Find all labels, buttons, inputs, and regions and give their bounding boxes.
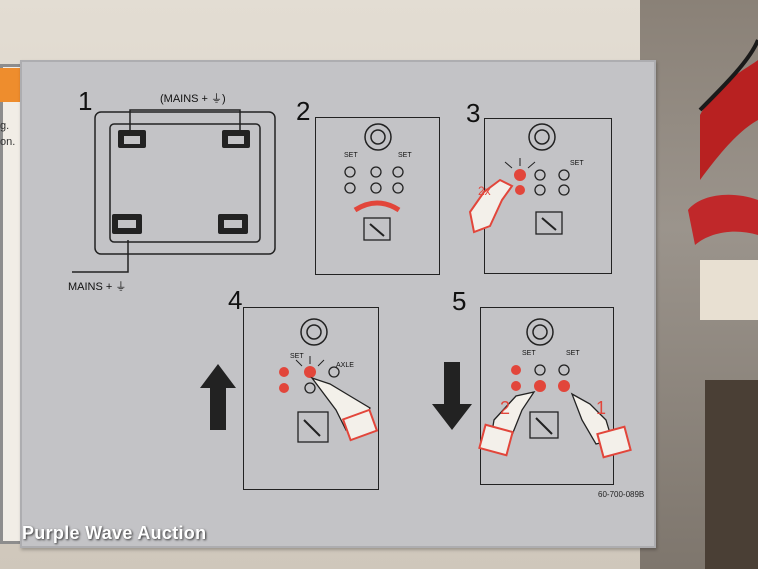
step-4-axle-label: AXLE [336,362,354,369]
sticker-text-2: on. [0,136,16,148]
step-5-set-label: SET [522,350,536,357]
step-5-right-hand-number: 1 [596,398,607,418]
step-5-number: 5 [452,286,467,316]
step-5-panel [480,307,614,485]
step-3-number: 3 [466,98,481,128]
step-2-set-label-2: SET [398,152,412,159]
step-4-set-label: SET [290,353,304,360]
mains-top-label: (MAINS + ⏚) [160,93,226,105]
watermark: Purple Wave Auction [22,523,207,543]
step-2-panel [315,117,440,275]
sticker-text-1: g. [0,120,10,132]
step-5-set-label-2: SET [566,350,580,357]
step-4-number: 4 [228,285,243,315]
step-2-number: 2 [296,96,311,126]
step-1-number: 1 [78,86,93,116]
step-3-set-label: SET [570,160,584,167]
mains-bottom-label: MAINS + ⏚ [68,281,127,293]
step-5-left-hand-number: 2 [500,398,511,418]
step-2-set-label: SET [344,152,358,159]
step-3-press-count: 2x [478,184,491,198]
step-4-panel [243,307,379,490]
part-number: 60-700-089B [598,490,645,499]
